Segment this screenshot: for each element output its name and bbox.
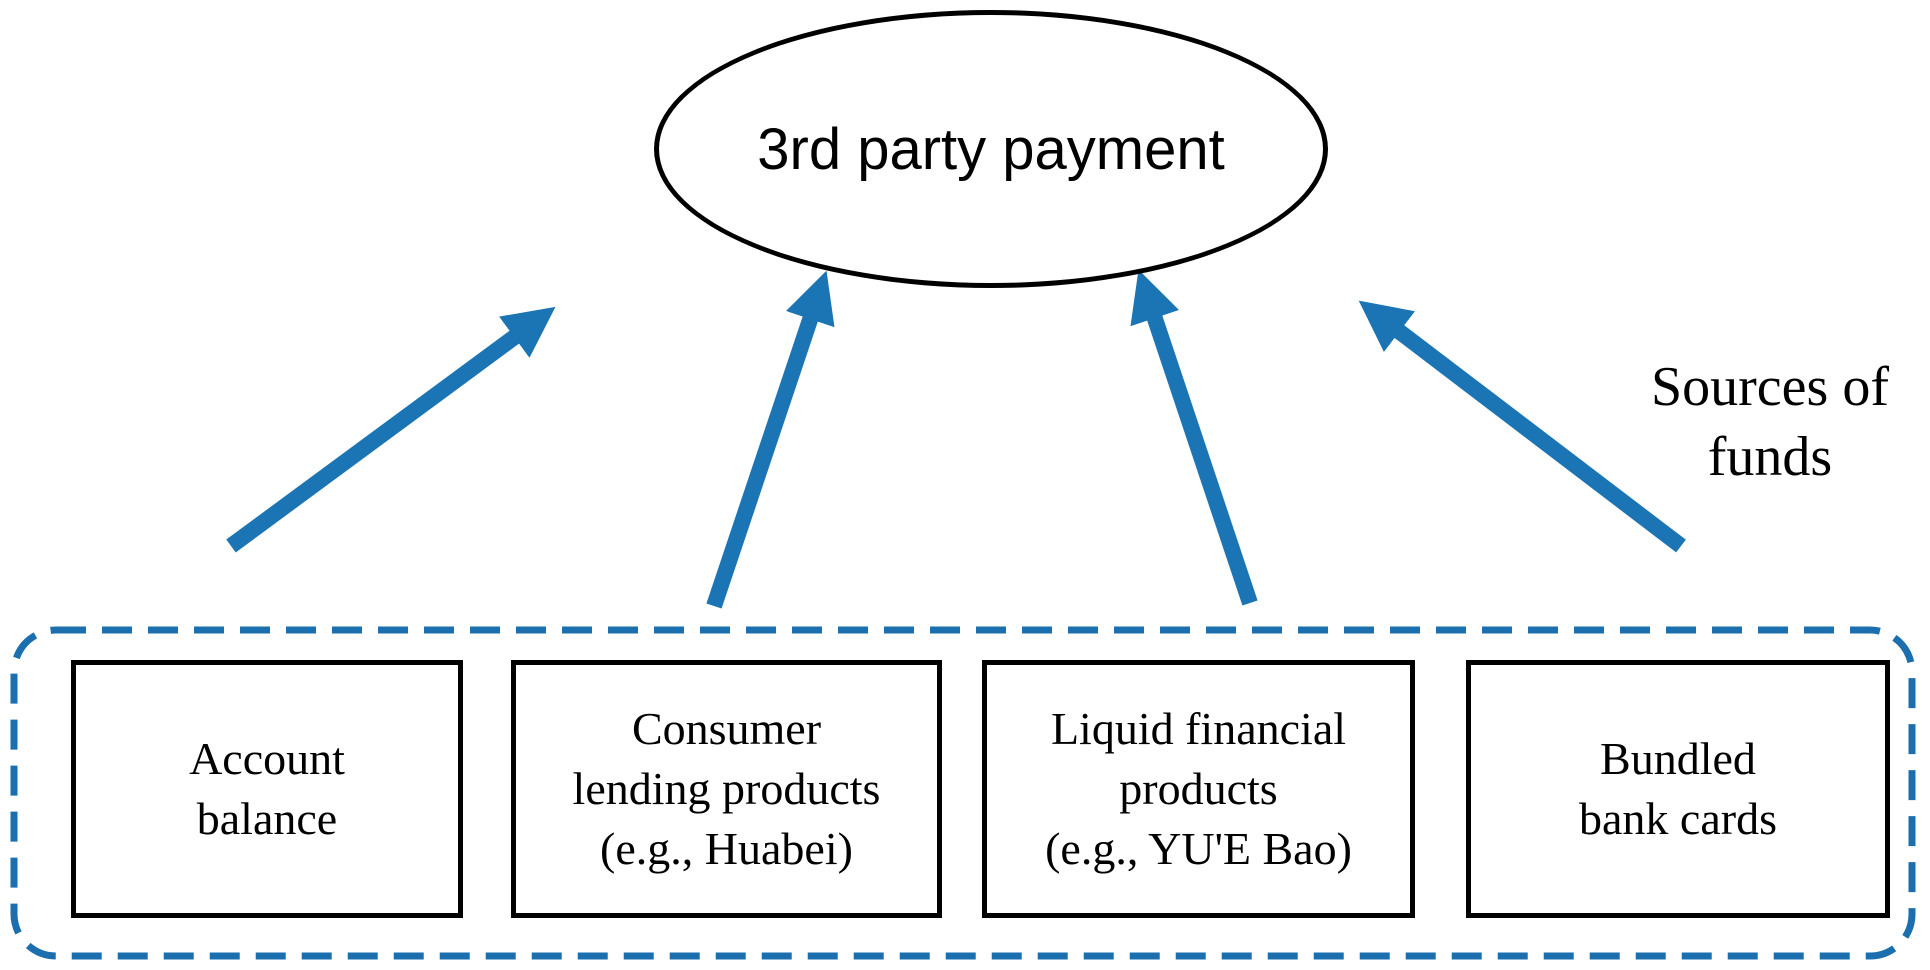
source-box-bundled-bank-cards: Bundled bank cards [1466, 660, 1890, 918]
arrow-account-balance-to-payment [226, 306, 556, 553]
arrow-bundled-cards-to-payment [1358, 300, 1686, 553]
source-box-account-balance: Account balance [71, 660, 463, 918]
sources-of-funds-label: Sources of funds [1651, 356, 1889, 488]
sources-container-outline [10, 626, 1916, 960]
source-box-liquid-financial: Liquid financial products (e.g., YU'E Ba… [982, 660, 1415, 918]
source-box-consumer-lending: Consumer lending products (e.g., Huabei) [511, 660, 942, 918]
arrow-consumer-lending-to-payment [706, 270, 835, 609]
third-party-payment-node: 3rd party payment [654, 10, 1328, 288]
arrow-liquid-financial-to-payment [1130, 269, 1258, 606]
